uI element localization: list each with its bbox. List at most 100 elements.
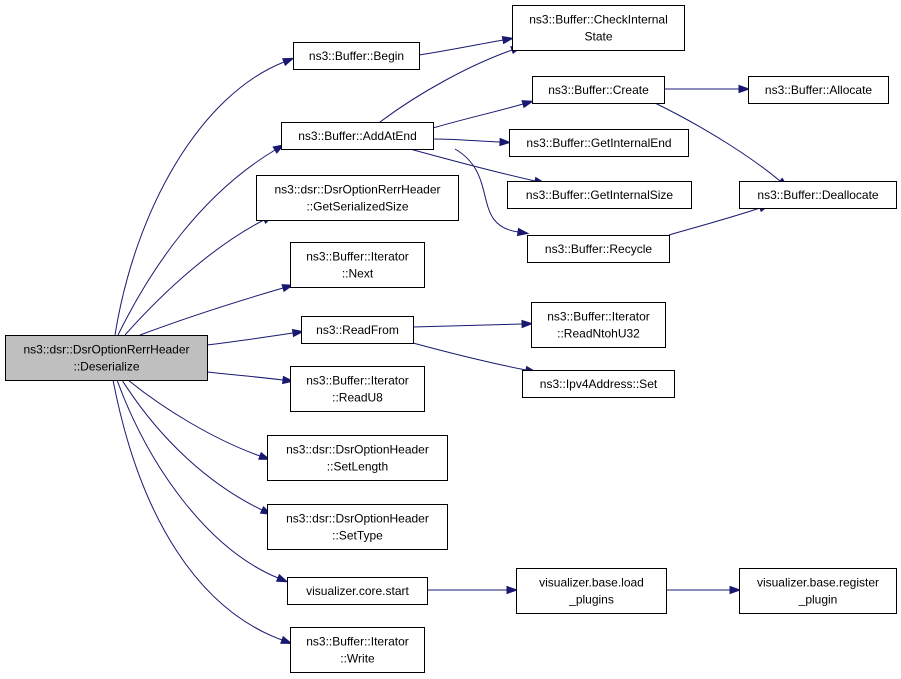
node-label-line: visualizer.base.load (539, 576, 644, 590)
node-box (531, 302, 666, 348)
edge-loadplugins-to-registerplugin (666, 585, 742, 595)
node-label-line: ns3::Buffer::Iterator (547, 310, 650, 324)
node-begin[interactable]: ns3::Buffer::Begin (293, 42, 420, 70)
edge-line (139, 287, 284, 336)
node-label-line: ns3::Buffer::AddAtEnd (298, 129, 417, 143)
edge-line (654, 102, 781, 182)
edge-line (668, 207, 761, 236)
edge-line (412, 323, 523, 328)
node-ipv4set[interactable]: ns3::Ipv4Address::Set (522, 370, 675, 398)
node-readu8[interactable]: ns3::Buffer::Iterator::ReadU8 (290, 366, 425, 412)
node-settype[interactable]: ns3::dsr::DsrOptionHeader::SetType (267, 504, 448, 550)
node-getinternalend[interactable]: ns3::Buffer::GetInternalEnd (509, 129, 689, 157)
node-deallocate[interactable]: ns3::Buffer::Deallocate (739, 181, 897, 209)
node-label-line: _plugins (568, 593, 614, 607)
edge-line (418, 39, 504, 56)
node-box (290, 242, 425, 288)
edge-addatend-to-getinternalend (432, 137, 512, 147)
node-label-line: ns3::Buffer::Deallocate (757, 188, 879, 202)
edge-line (432, 138, 501, 143)
node-readntohu32[interactable]: ns3::Buffer::Iterator::ReadNtohU32 (531, 302, 666, 348)
arrow-head-icon (275, 573, 289, 583)
arrow-head-icon (280, 635, 293, 644)
edge-line (127, 379, 261, 457)
node-box (527, 235, 670, 263)
edge-begin-to-checkinternal (418, 35, 515, 56)
edge-line (116, 379, 279, 579)
edge-root-to-setlength (127, 379, 271, 460)
node-setlength[interactable]: ns3::dsr::DsrOptionHeader::SetLength (267, 435, 448, 481)
edge-create-to-allocate (664, 84, 751, 94)
node-allocate[interactable]: ns3::Buffer::Allocate (748, 76, 889, 104)
edge-line (206, 332, 294, 346)
node-loadplugins[interactable]: visualizer.base.load _plugins (516, 568, 667, 614)
arrow-head-icon (501, 35, 515, 45)
node-label-line: ns3::Buffer::GetInternalSize (526, 188, 674, 202)
node-box (287, 577, 428, 605)
node-label-line: ns3::Buffer::Iterator (306, 374, 409, 388)
arrow-head-icon (506, 585, 519, 595)
node-write[interactable]: ns3::Buffer::Iterator::Write (290, 627, 425, 673)
node-label-line: ns3::dsr::DsrOptionHeader (286, 512, 429, 526)
node-label-line: ns3::dsr::DsrOptionRerrHeader (274, 183, 440, 197)
node-box (512, 5, 685, 51)
arrow-head-icon (521, 100, 535, 109)
node-box (516, 568, 667, 614)
node-readfrom[interactable]: ns3::ReadFrom (301, 316, 414, 344)
arrow-head-icon (281, 57, 295, 67)
edge-root-to-next (139, 284, 295, 336)
node-box (267, 504, 448, 550)
arrow-head-icon (291, 328, 305, 338)
node-getinternalsize[interactable]: ns3::Buffer::GetInternalSize (507, 181, 692, 209)
node-label-line: ns3::dsr::DsrOptionHeader (286, 443, 429, 457)
node-next[interactable]: ns3::Buffer::Iterator::Next (290, 242, 425, 288)
edge-line (432, 103, 524, 129)
edges-layer (112, 35, 789, 644)
node-getserializedsize[interactable]: ns3::dsr::DsrOptionRerrHeader::GetSerial… (256, 175, 459, 221)
node-box (509, 129, 689, 157)
arrow-head-icon (281, 284, 295, 293)
arrow-head-icon (729, 585, 742, 595)
node-recycle[interactable]: ns3::Buffer::Recycle (527, 235, 670, 263)
edge-line (454, 148, 519, 233)
node-box (293, 42, 420, 70)
node-corestart[interactable]: visualizer.core.start (287, 577, 428, 605)
node-registerplugin[interactable]: visualizer.base.register_plugin (739, 568, 897, 614)
node-label-line: State (584, 30, 612, 44)
node-addatend[interactable]: ns3::Buffer::AddAtEnd (281, 122, 434, 150)
arrow-head-icon (521, 319, 534, 329)
node-box (507, 181, 692, 209)
arrow-head-icon (258, 451, 271, 460)
node-label-line: visualizer.base.register (757, 576, 879, 590)
node-label-line: ::ReadU8 (332, 391, 383, 405)
node-label-line: ns3::Buffer::Iterator (306, 250, 409, 264)
node-box (739, 181, 897, 209)
node-root[interactable]: ns3::dsr::DsrOptionRerrHeader::Deseriali… (5, 335, 208, 381)
edge-root-to-addatend (117, 144, 285, 336)
edge-addatend-to-recycle (454, 148, 530, 237)
node-label-line: ns3::Buffer::Create (548, 83, 649, 97)
node-box (5, 335, 208, 381)
edge-line (206, 371, 284, 381)
edge-root-to-write (112, 379, 293, 644)
node-label-line: ::SetLength (327, 460, 388, 474)
node-label-line: ::Deserialize (73, 360, 139, 374)
node-label-line: ::ReadNtohU32 (557, 327, 640, 341)
node-box (281, 122, 434, 150)
edge-line (121, 379, 263, 511)
node-label-line: visualizer.core.start (306, 584, 409, 598)
node-create[interactable]: ns3::Buffer::Create (532, 76, 665, 104)
node-box (739, 568, 897, 614)
node-label-line: ns3::Buffer::Iterator (306, 635, 409, 649)
node-box (290, 627, 425, 673)
edge-recycle-to-deallocate (668, 204, 771, 236)
node-label-line: ns3::Buffer::CheckInternal (529, 13, 668, 27)
node-label-line: ns3::Ipv4Address::Set (540, 377, 658, 391)
edge-root-to-readu8 (206, 371, 295, 385)
node-label-line: ns3::Buffer::GetInternalEnd (526, 136, 671, 150)
node-label-line: ns3::Buffer::Recycle (545, 242, 652, 256)
edge-line (409, 148, 536, 182)
node-label-line: ns3::ReadFrom (316, 323, 399, 337)
